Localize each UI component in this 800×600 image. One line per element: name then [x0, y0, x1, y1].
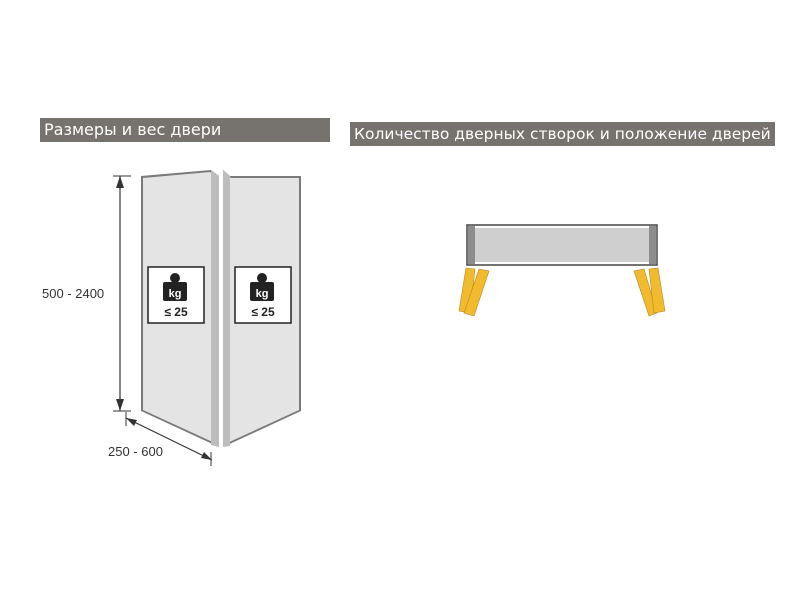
weight-icon: [163, 273, 187, 301]
weight-icon: [250, 273, 274, 301]
weight-unit: kg: [169, 288, 182, 300]
weight-badge-left: kg ≤ 25: [147, 266, 205, 324]
max-load: ≤ 25: [164, 305, 188, 319]
cabinet-top-view: [466, 224, 658, 266]
section-header-door-dimensions-label: Размеры и вес двери: [44, 120, 222, 139]
max-load: ≤ 25: [251, 305, 275, 319]
door-leaves-right-open: [633, 267, 666, 317]
section-header-door-dimensions: Размеры и вес двери: [40, 118, 330, 142]
door-leaves-left-open: [458, 267, 490, 317]
section-header-door-count-position-label: Количество дверных створок и положение д…: [354, 125, 771, 143]
weight-badge-right: kg ≤ 25: [234, 266, 292, 324]
weight-unit: kg: [256, 288, 269, 300]
width-dimension: [125, 412, 213, 466]
height-dimension: [113, 175, 131, 412]
height-dimension-label: 500 - 2400: [42, 286, 104, 301]
section-header-door-count-position: Количество дверных створок и положение д…: [350, 122, 775, 146]
width-dimension-label: 250 - 600: [108, 444, 163, 459]
